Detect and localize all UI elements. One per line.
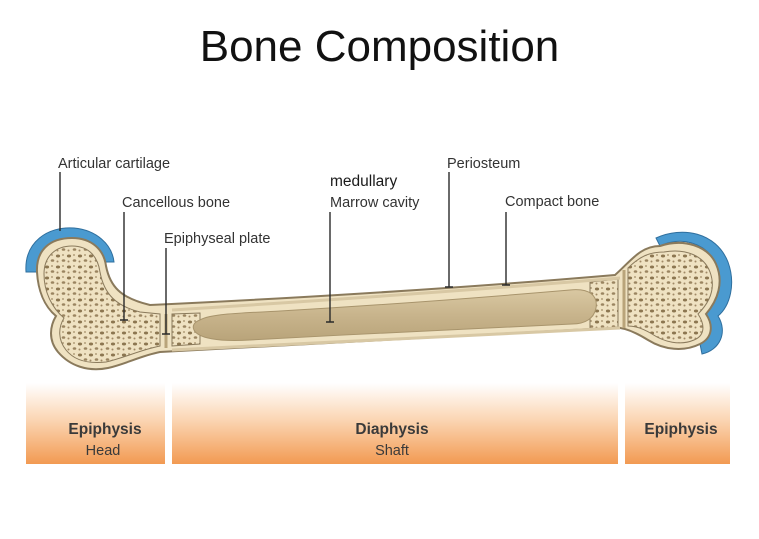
- femur-bone: [25, 227, 733, 371]
- cancellous-bone-left: [43, 245, 161, 363]
- region-title-epiphysis-head: Epiphysis: [68, 421, 141, 438]
- leader-lines: [59, 172, 510, 335]
- leader-periosteum: [445, 172, 453, 288]
- band-diaphysis-shaft: [172, 383, 618, 464]
- compact-bone: [171, 276, 621, 312]
- label-compact-bone: Compact bone: [505, 194, 599, 210]
- label-articular-cartilage: Articular cartilage: [58, 156, 170, 172]
- label-cancellous-bone: Cancellous bone: [122, 195, 230, 211]
- compact-bone-lower: [171, 326, 621, 352]
- leader-cancellous-bone: [120, 212, 128, 321]
- label-periosteum: Periosteum: [447, 156, 520, 172]
- page-title: Bone Composition: [199, 22, 560, 71]
- marrow-cavity: [192, 289, 597, 341]
- label-medullary: medullary: [330, 173, 397, 190]
- cancellous-bone-left-metaphysis: [171, 312, 201, 347]
- label-epiphyseal-plate: Epiphyseal plate: [164, 231, 270, 247]
- region-subtitle-head: Head: [86, 443, 121, 459]
- region-subtitle-shaft: Shaft: [375, 443, 409, 459]
- band-epiphysis-head: [26, 383, 165, 464]
- label-marrow-cavity: Marrow cavity: [330, 195, 420, 211]
- region-title-diaphysis: Diaphysis: [355, 421, 428, 438]
- band-epiphysis-right: [625, 383, 730, 464]
- leader-marrow-cavity: [326, 212, 334, 323]
- leader-compact-bone: [502, 212, 510, 286]
- region-bands: [26, 383, 730, 464]
- leader-epiphyseal-plate: [162, 248, 170, 335]
- region-title-epiphysis-right: Epiphysis: [644, 421, 717, 438]
- cancellous-bone-right: [627, 250, 713, 344]
